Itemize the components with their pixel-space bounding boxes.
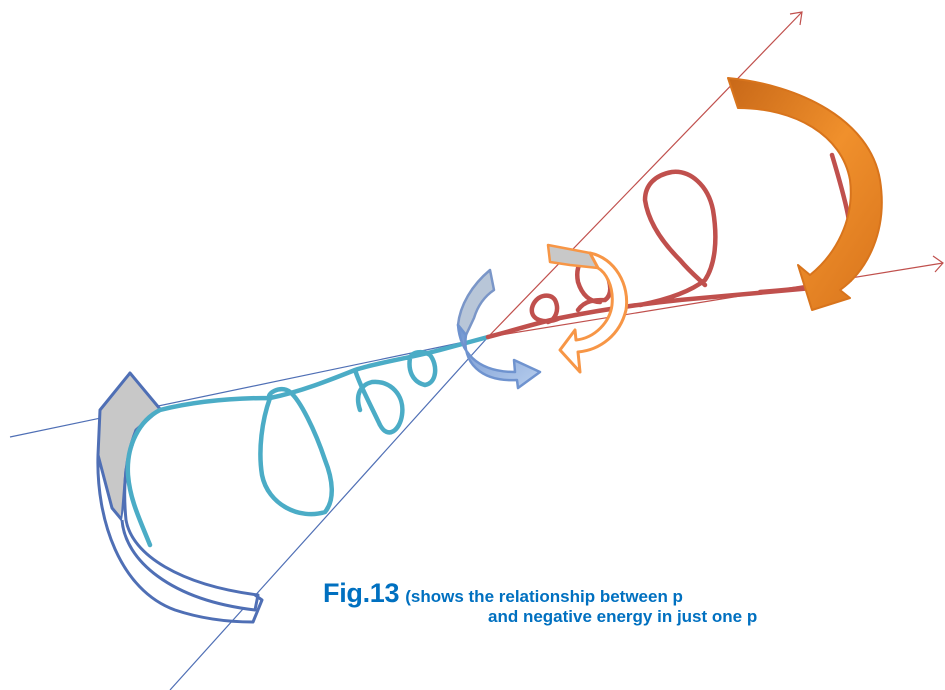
positive-axis-lower-arrowhead — [932, 255, 944, 273]
small-orange-arrow-body — [558, 251, 629, 374]
positive-energy-spiral — [485, 152, 855, 340]
negative-axis-lines — [9, 336, 489, 690]
large-blue-arrow-body — [120, 429, 260, 612]
large-orange-rotation-arrow — [727, 77, 883, 311]
negative-energy-spiral — [125, 334, 491, 548]
positive-axis-upper — [487, 11, 803, 338]
large-blue-rotation-arrow — [96, 371, 264, 624]
small-orange-rotation-arrow — [546, 243, 629, 374]
small-blue-arrow-body — [456, 323, 542, 390]
caption-line-1: Fig.13 (shows the relationship between p — [323, 578, 945, 609]
figure-caption: Fig.13(shows the relationship between p … — [323, 578, 945, 627]
negative-axis-lower — [169, 336, 489, 690]
positive-axis-lines — [487, 11, 944, 338]
large-blue-arrow-outer-edge — [96, 454, 264, 624]
positive-axis-lower — [487, 262, 944, 338]
negative-axis-upper — [9, 336, 489, 438]
positive-axis-upper-arrowhead — [789, 11, 803, 26]
small-blue-arrow-grey-head — [456, 268, 496, 337]
small-blue-rotation-arrow — [456, 268, 542, 390]
small-orange-arrow-grey-head — [546, 243, 600, 270]
figure-label: Fig.13 — [323, 578, 400, 608]
caption-text-line-1: (shows the relationship between p — [405, 587, 683, 606]
caption-text-line-2: and negative energy in just one p — [488, 607, 758, 626]
